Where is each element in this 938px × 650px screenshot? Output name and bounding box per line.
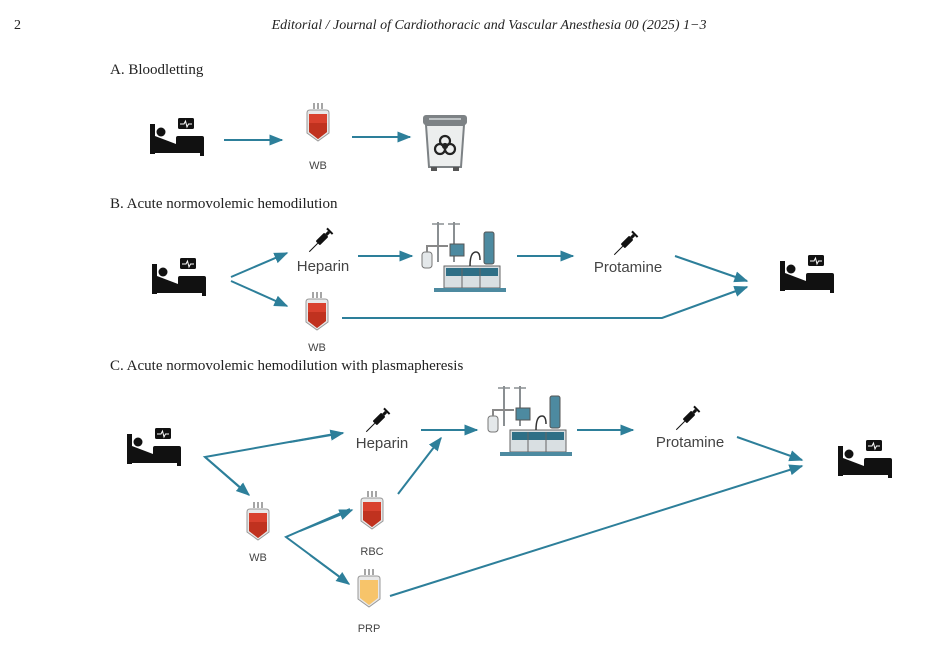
protamine-label: Protamine [593, 259, 663, 276]
cpb-machine-icon [421, 221, 507, 293]
arrow-patient-to-wb [230, 280, 289, 307]
heparin-label: Heparin [296, 258, 350, 275]
blood-bag-rbc-icon [360, 490, 384, 530]
arrow-wb-split [284, 508, 351, 584]
wb-label: WB [309, 160, 327, 172]
wb-label: WB [308, 342, 326, 354]
arrow-rbc-to-cpb [397, 436, 442, 495]
patient-bed-icon [151, 257, 207, 297]
running-head: Editorial / Journal of Cardiothoracic an… [271, 18, 707, 33]
arrow-wb-to-patient [342, 286, 749, 319]
panel-a-title: A. Bloodletting [110, 62, 204, 78]
wb-label: WB [249, 552, 267, 564]
heparin-label: Heparin [355, 435, 409, 452]
patient-bed-icon [149, 117, 205, 157]
panel-c-title: C. Acute normovolemic hemodilution with … [110, 358, 464, 374]
rbc-label: RBC [360, 546, 384, 558]
syringe-icon [362, 407, 391, 436]
arrow-patient-split [202, 432, 341, 493]
arrow-patient-to-heparin [289, 429, 345, 443]
syringe-icon [610, 230, 639, 259]
patient-bed-icon [837, 439, 893, 479]
cpb-machine-icon [487, 385, 573, 457]
syringe-icon [305, 227, 334, 256]
arrow-patient-to-wb [204, 456, 251, 496]
arrow-patient-to-heparin [230, 252, 289, 278]
syringe-icon [672, 405, 701, 434]
arrow-prp-to-patient [389, 464, 804, 597]
biohazard-bin-icon [421, 113, 469, 173]
arrow-protamine-to-patient [674, 255, 749, 283]
protamine-label: Protamine [655, 434, 725, 451]
patient-bed-icon [779, 254, 835, 294]
arrow-wb-to-prp [309, 554, 351, 585]
patient-bed-icon [126, 427, 182, 467]
page-number: 2 [14, 18, 21, 33]
blood-bag-wb-icon [305, 291, 329, 331]
panel-b-title: B. Acute normovolemic hemodilution [110, 196, 338, 212]
blood-bag-wb-icon [306, 102, 330, 142]
blood-bag-wb-icon [246, 501, 270, 541]
prp-label: PRP [357, 623, 381, 635]
arrow-protamine-to-patient [736, 436, 804, 462]
arrow-wb-to-rbc [299, 509, 354, 532]
plasma-bag-prp-icon [357, 568, 381, 608]
